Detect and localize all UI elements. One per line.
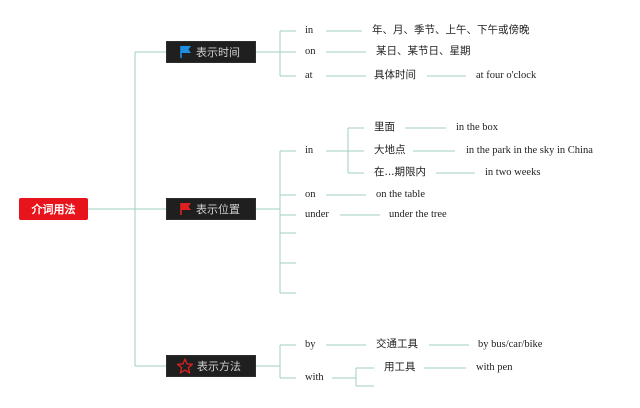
method-word-by: by bbox=[305, 339, 316, 350]
time-word-at: at bbox=[305, 70, 313, 81]
place-word-on: on bbox=[305, 189, 316, 200]
red-flag-icon bbox=[180, 203, 191, 215]
place-example-under: under the tree bbox=[389, 209, 447, 220]
place-in-desc-large: 大地点 bbox=[374, 144, 406, 156]
branch-node-time[interactable]: 表示时间 bbox=[166, 41, 256, 63]
method-desc-by: 交通工具 bbox=[376, 338, 418, 350]
method-word-with: with bbox=[305, 372, 324, 383]
branch-label-time: 表示时间 bbox=[196, 46, 240, 59]
place-in-desc-period: 在...期限内 bbox=[374, 166, 427, 178]
method-with-example-tool: with pen bbox=[476, 362, 513, 373]
time-word-on: on bbox=[305, 46, 316, 57]
method-example-by: by bus/car/bike bbox=[478, 339, 543, 350]
red-star-icon bbox=[176, 358, 194, 374]
method-with-desc-tool: 用工具 bbox=[384, 361, 416, 373]
blue-flag-icon bbox=[180, 46, 191, 58]
place-in-desc-inside: 里面 bbox=[374, 121, 395, 133]
branch-label-place: 表示位置 bbox=[196, 203, 240, 216]
place-word-in: in bbox=[305, 145, 314, 156]
place-example-on: on the table bbox=[376, 189, 425, 200]
time-desc-on: 某日、某节日、星期 bbox=[376, 45, 471, 57]
time-desc-in: 年、月、季节、上午、下午或傍晚 bbox=[372, 24, 530, 36]
place-in-example-inside: in the box bbox=[456, 122, 498, 133]
place-word-under: under bbox=[305, 209, 329, 220]
place-in-example-period: in two weeks bbox=[485, 167, 541, 178]
time-example-at: at four o'clock bbox=[476, 70, 537, 81]
branch-label-method: 表示方法 bbox=[197, 360, 241, 373]
branch-node-place[interactable]: 表示位置 bbox=[166, 198, 256, 220]
time-word-in: in bbox=[305, 25, 314, 36]
branch-node-method[interactable]: 表示方法 bbox=[166, 355, 256, 377]
place-in-example-large: in the park in the sky in China bbox=[466, 145, 593, 156]
time-desc-at: 具体时间 bbox=[374, 69, 416, 81]
root-label: 介词用法 bbox=[31, 203, 76, 216]
root-node[interactable]: 介词用法 bbox=[19, 198, 88, 220]
